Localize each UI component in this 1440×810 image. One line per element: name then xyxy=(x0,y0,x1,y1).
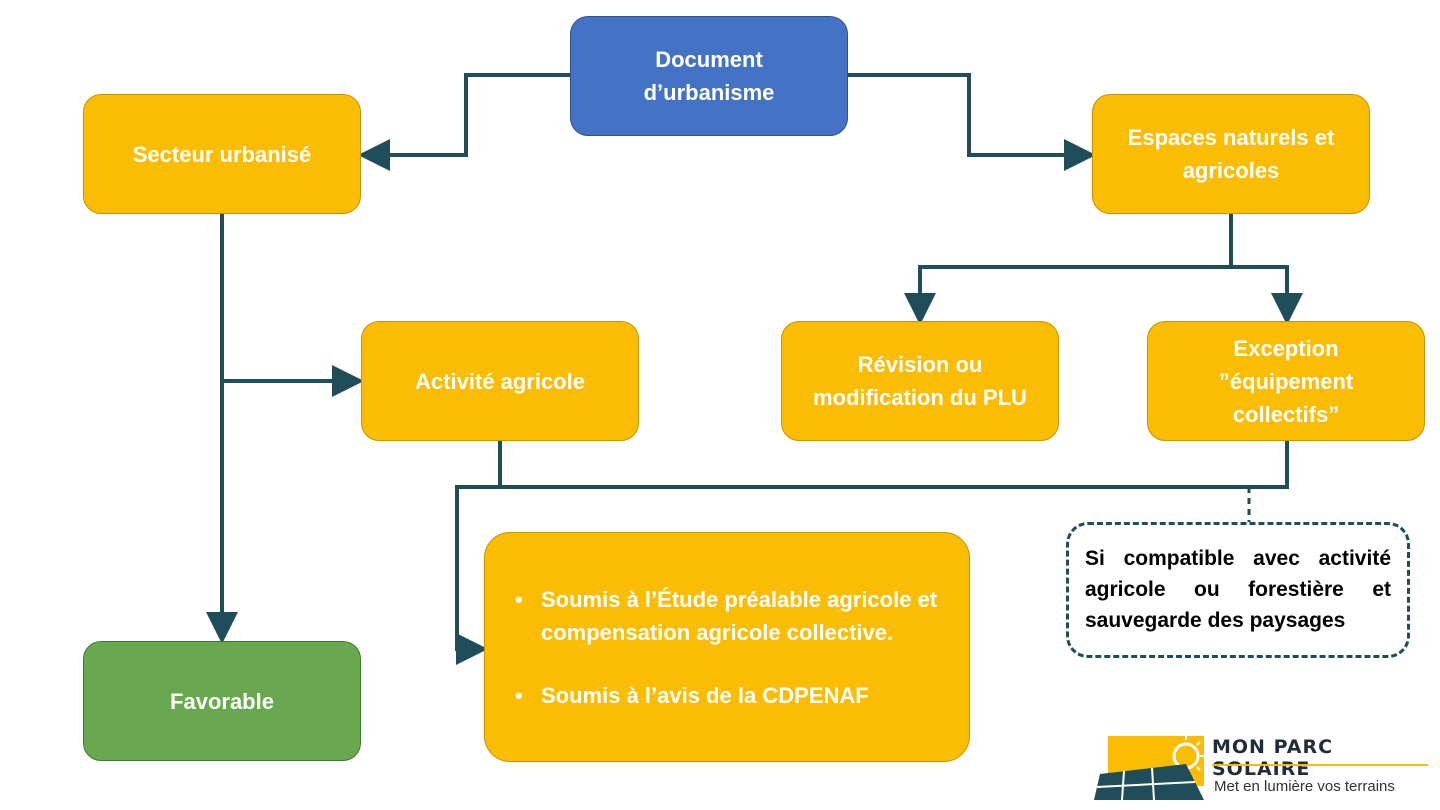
node-espaces-naturels-agricoles: Espaces naturels et agricoles xyxy=(1092,94,1370,214)
connector-merge-to-details xyxy=(455,485,500,665)
node-secteur-urbanise: Secteur urbanisé xyxy=(83,94,361,214)
node-activite-agricole: Activité agricole xyxy=(361,321,639,441)
connector-document-to-espaces xyxy=(848,73,1096,171)
node-favorable: Favorable xyxy=(83,641,361,761)
node-document-urbanisme: Document d’urbanisme xyxy=(570,16,848,136)
conditions-list: Soumis à l’Étude préalable agricole et c… xyxy=(497,533,941,742)
brand-divider xyxy=(1212,764,1428,766)
compatibility-note: Si compatible avec activité agricole ou … xyxy=(1066,522,1410,658)
node-exception-equipement-collectifs: Exception ”équipement collectifs” xyxy=(1147,321,1425,441)
brand-logo: MON PARC SOLAIRE Met en lumière vos terr… xyxy=(1094,734,1434,800)
solar-panel-icon xyxy=(1094,736,1204,800)
brand-name: MON PARC SOLAIRE xyxy=(1212,736,1334,780)
brand-tagline: Met en lumière vos terrains xyxy=(1214,778,1395,795)
connector-activite-merge xyxy=(498,441,1289,489)
connector-espaces-to-exception xyxy=(1231,265,1303,325)
condition-item-etude: Soumis à l’Étude préalable agricole et c… xyxy=(515,583,941,649)
node-revision-modification-plu: Révision ou modification du PLU xyxy=(781,321,1059,441)
condition-item-cdpenaf: Soumis à l’avis de la CDPENAF xyxy=(515,679,941,712)
connector-document-to-secteur xyxy=(358,73,570,171)
connector-espaces-split xyxy=(904,214,1233,325)
node-conditions-details: Soumis à l’Étude préalable agricole et c… xyxy=(484,532,970,762)
